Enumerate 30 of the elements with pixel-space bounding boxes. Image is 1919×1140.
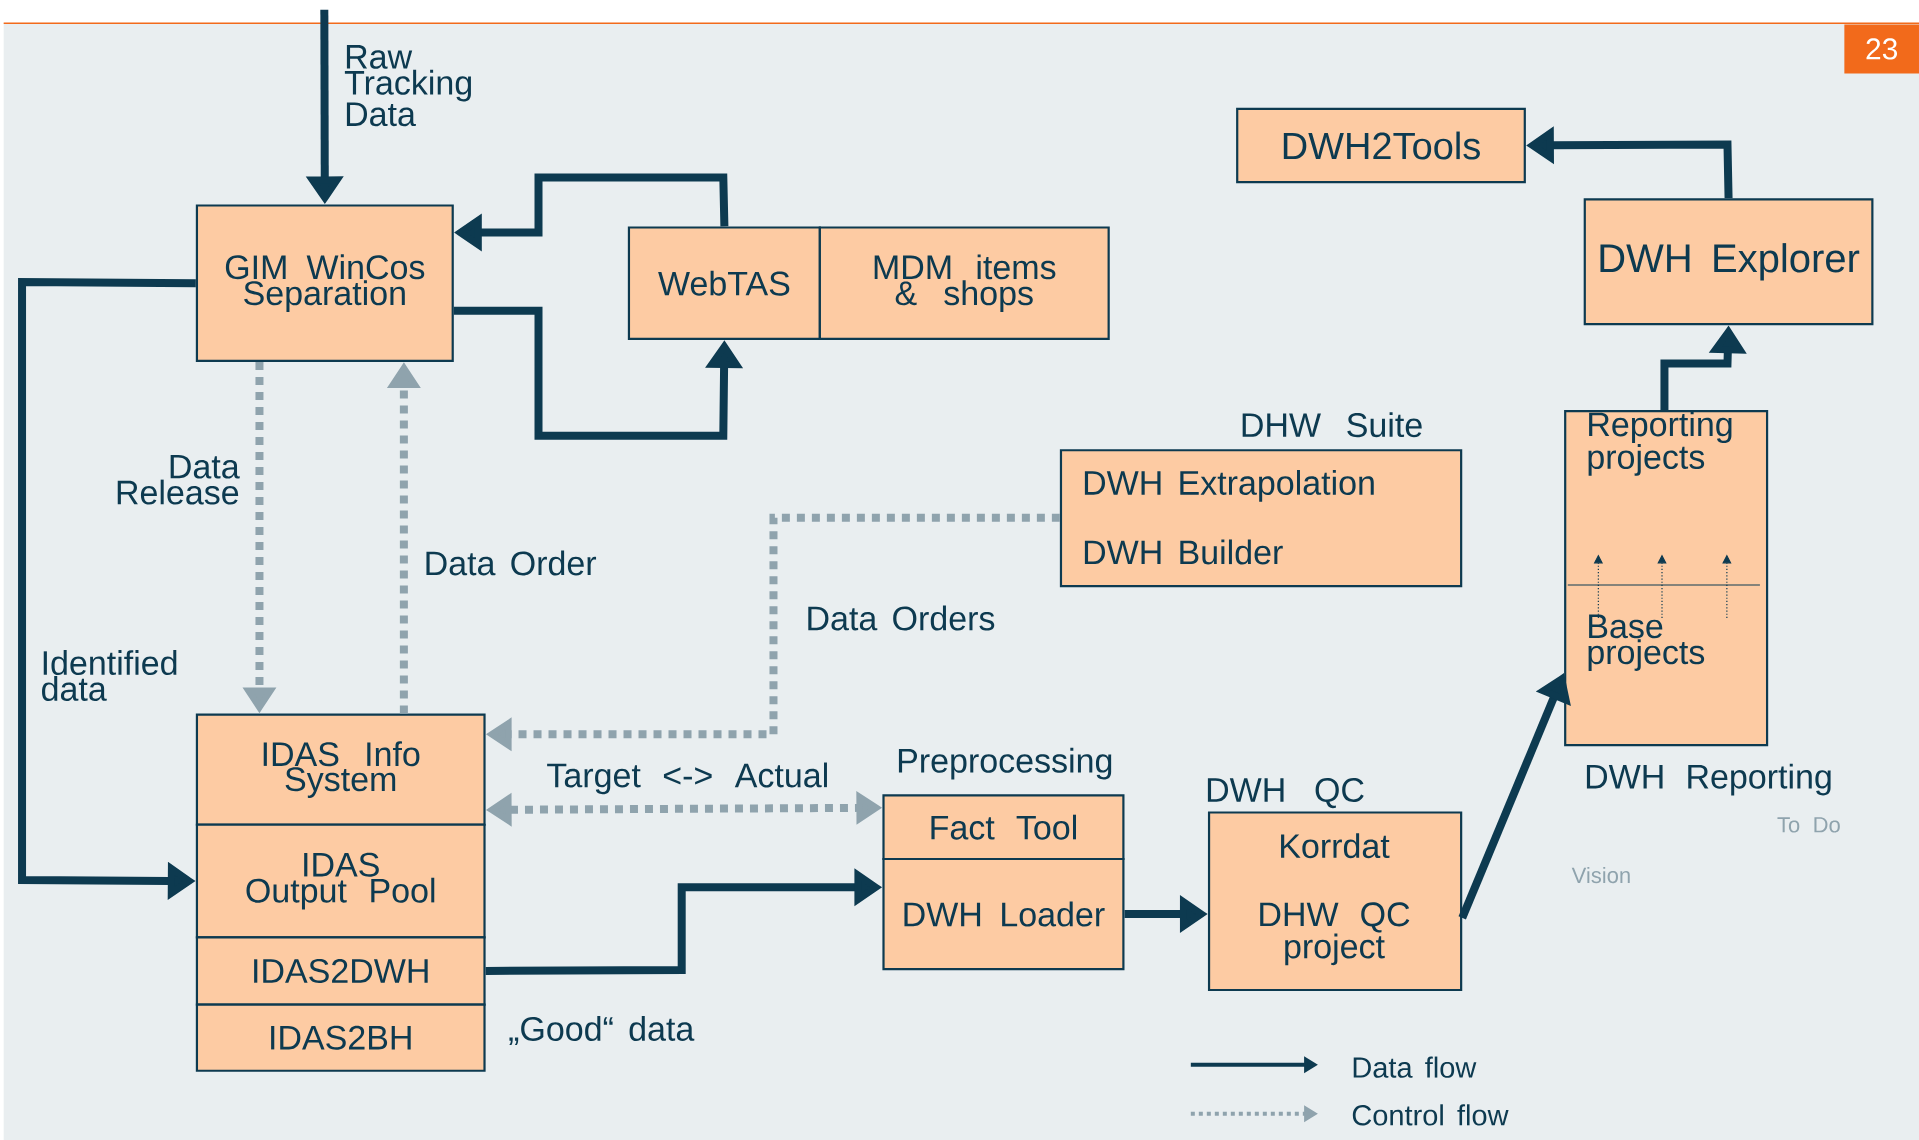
node-label: DHW Suite [1242, 412, 1422, 438]
note-text: Vision [1571, 866, 1630, 884]
process-box: IDAS Output Pool [195, 823, 486, 939]
edge-label: Target <-> Actual [547, 762, 827, 795]
process-box: DWH2Tools [1236, 107, 1526, 184]
process-box: GIM WinCos Separation [195, 204, 454, 362]
process-box: IDAS Info System [195, 713, 486, 826]
process-box: DHW Suite DWH Extrapolation DWH Builder [1059, 412, 1463, 588]
edge-label: Identified data [42, 650, 177, 701]
process-box: MDM items & shops [818, 226, 1110, 340]
process-box: IDAS2BH [195, 1003, 486, 1072]
legend-label: Data flow [1353, 1056, 1477, 1078]
process-box: Reporting projects Base projects [1564, 409, 1769, 747]
edge-label: Raw Tracking Data [344, 45, 471, 127]
process-box: DWH Explorer [1583, 198, 1874, 326]
page-number: 23 [1844, 24, 1919, 74]
process-box: WebTAS [627, 226, 821, 340]
edge-label: Data Order [426, 550, 597, 576]
group-heading: DWH Reporting [1586, 763, 1831, 796]
process-box: Fact Tool [882, 794, 1125, 860]
process-box: IDAS2DWH [195, 936, 486, 1006]
edge-label: „Good“ data [509, 1015, 695, 1045]
process-box: Korrdat DHW QC project [1207, 811, 1463, 992]
legend-label: Control flow [1352, 1104, 1509, 1126]
process-box: DWH Loader [882, 857, 1125, 971]
edge-label: Data Orders [808, 605, 995, 631]
edge-label: Data Release [117, 454, 240, 505]
group-heading: Preprocessing [898, 747, 1112, 780]
note-text: To Do [1777, 817, 1840, 833]
group-heading: DWH QC [1207, 777, 1364, 809]
